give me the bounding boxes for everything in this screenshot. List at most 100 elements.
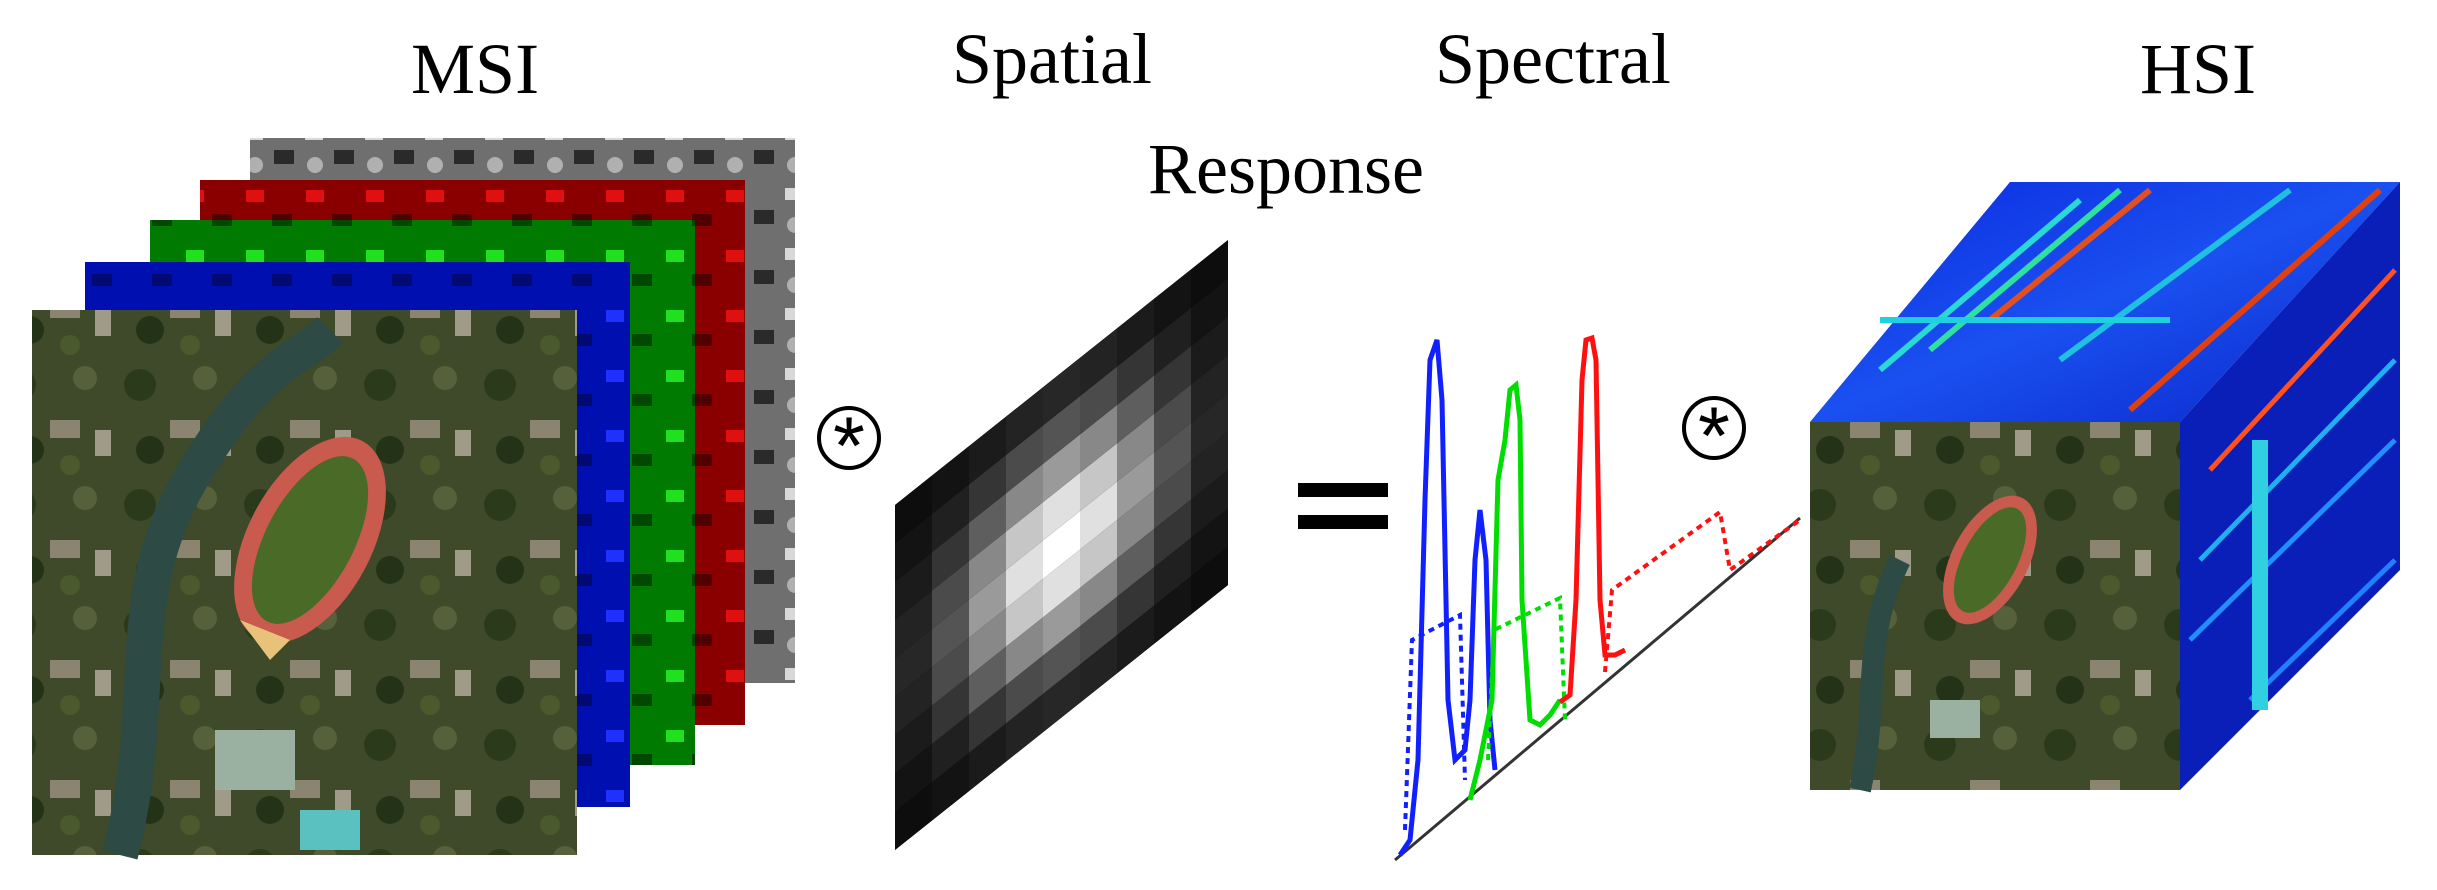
kernel-cell	[932, 561, 969, 629]
kernel-cell	[1043, 511, 1080, 579]
kernel-cell	[1191, 508, 1228, 577]
spectral-response-plot	[1394, 334, 1802, 862]
kernel-cell	[895, 552, 932, 620]
kernel-cell	[1080, 520, 1117, 588]
spectral-curve-green	[1467, 380, 1563, 801]
kernel-cell	[1191, 393, 1228, 462]
kernel-cell	[969, 723, 1006, 792]
kernel-cell	[969, 455, 1006, 523]
kernel-cell	[932, 522, 969, 591]
kernel-cell	[1191, 355, 1228, 423]
kernel-cell	[1080, 558, 1117, 627]
kernel-cell	[1154, 576, 1191, 644]
spatial-response-kernel	[895, 240, 1228, 850]
kernel-cell	[1043, 396, 1080, 464]
hsi-cube	[1810, 182, 2400, 793]
kernel-cell	[969, 416, 1006, 485]
kernel-cell	[895, 590, 932, 659]
msi-rgb-image	[32, 310, 577, 860]
spectral-curve-green-dotted	[1486, 594, 1567, 761]
kernel-cell	[1006, 540, 1043, 609]
convolve-operator-1-icon: *	[817, 401, 881, 492]
kernel-cell	[1154, 537, 1191, 606]
convolve-operator-2-icon: *	[1682, 391, 1746, 482]
kernel-cell	[1117, 337, 1154, 405]
equals-sign-icon	[1298, 483, 1388, 529]
kernel-cell	[1043, 549, 1080, 618]
kernel-cell	[932, 714, 969, 783]
kernel-cell	[1191, 431, 1228, 500]
kernel-cell	[1191, 546, 1228, 615]
kernel-cell	[1006, 617, 1043, 685]
kernel-cell	[1154, 499, 1191, 568]
kernel-cell	[1006, 463, 1043, 532]
kernel-cell	[1154, 422, 1191, 491]
hsi-cube-top-face	[1810, 182, 2400, 422]
hsi-label: HSI	[2140, 29, 2257, 109]
kernel-cell	[969, 608, 1006, 677]
kernel-cell	[1006, 502, 1043, 570]
kernel-cell	[1080, 481, 1117, 550]
spectral-curve-red-dotted	[1603, 508, 1802, 673]
kernel-cell	[895, 705, 932, 774]
kernel-cell	[932, 484, 969, 553]
hsi-side-streaks	[2188, 268, 2397, 710]
kernel-cell	[1080, 405, 1117, 473]
msi-label: MSI	[411, 29, 540, 109]
kernel-cell	[1080, 366, 1117, 435]
kernel-cell	[1191, 278, 1228, 347]
response-label: Response	[1148, 129, 1424, 209]
kernel-cell	[1117, 528, 1154, 597]
kernel-cell	[969, 685, 1006, 753]
kernel-cell	[1006, 425, 1043, 494]
kernel-cell	[1117, 375, 1154, 444]
spectral-axis-line	[1394, 516, 1801, 862]
kernel-cell	[1080, 443, 1117, 512]
kernel-cell	[932, 752, 969, 821]
kernel-cell	[895, 475, 932, 544]
kernel-cell	[895, 628, 932, 697]
kernel-cell	[1191, 470, 1228, 538]
kernel-cell	[1154, 461, 1191, 529]
kernel-cell	[932, 446, 969, 514]
hsi-top-streaks	[1878, 187, 2382, 413]
hsi-cube-front-face	[1810, 422, 2180, 793]
kernel-cell	[895, 513, 932, 582]
kernel-cell	[1043, 434, 1080, 503]
kernel-cell	[1191, 316, 1228, 385]
kernel-cell	[895, 667, 932, 735]
kernel-cell	[1006, 655, 1043, 724]
kernel-cell	[932, 599, 969, 668]
kernel-cell	[969, 531, 1006, 600]
kernel-cell	[895, 743, 932, 812]
kernel-cell	[1043, 626, 1080, 694]
kernel-cell	[932, 637, 969, 706]
spatial-label: Spatial	[952, 19, 1152, 99]
kernel-cell	[1154, 269, 1191, 338]
kernel-cell	[1117, 490, 1154, 559]
kernel-cell	[895, 782, 932, 850]
kernel-cell	[932, 676, 969, 744]
convolve-operator-2-symbol: *	[1698, 391, 1730, 482]
kernel-cell	[969, 493, 1006, 562]
spectral-label: Spectral	[1435, 19, 1671, 99]
hsi-cube-side-face	[2180, 182, 2400, 790]
kernel-cell	[1080, 596, 1117, 665]
kernel-cell	[1043, 472, 1080, 541]
convolve-operator-1-symbol: *	[833, 401, 865, 492]
kernel-cell	[1117, 452, 1154, 520]
kernel-cell	[1154, 307, 1191, 376]
kernel-cell	[1117, 298, 1154, 367]
kernel-cell	[1154, 346, 1191, 414]
kernel-cell	[1043, 357, 1080, 426]
spectral-curve-red	[1558, 334, 1627, 705]
kernel-cell	[1006, 578, 1043, 647]
kernel-cell	[1080, 328, 1117, 397]
kernel-cell	[969, 570, 1006, 638]
kernel-cell	[1043, 587, 1080, 656]
kernel-cell	[969, 646, 1006, 715]
kernel-cell	[1006, 693, 1043, 762]
kernel-cell	[1006, 387, 1043, 455]
kernel-cell	[1080, 635, 1117, 703]
